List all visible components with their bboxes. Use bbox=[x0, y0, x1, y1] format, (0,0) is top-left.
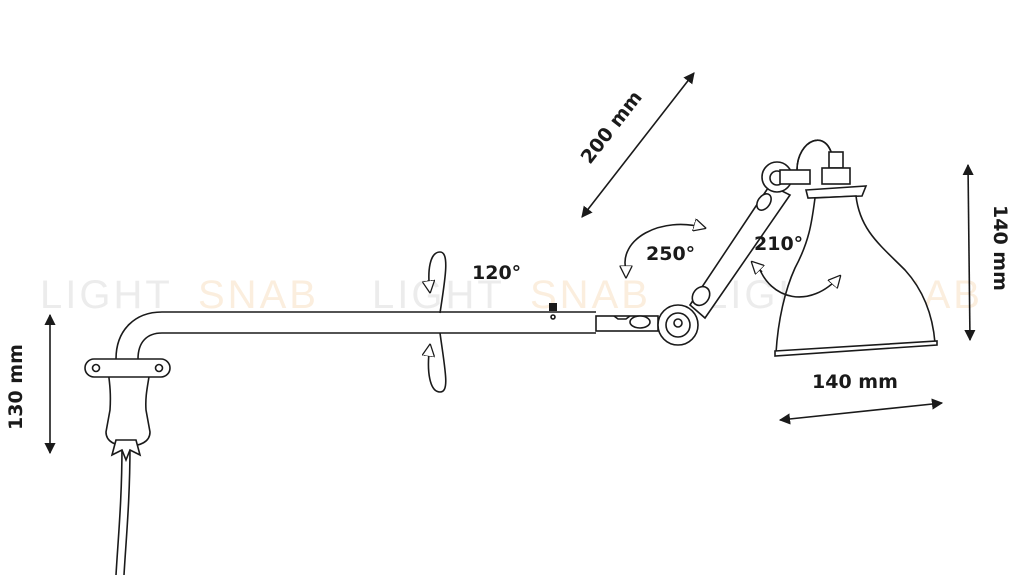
wall-mount bbox=[84, 358, 171, 463]
rotation-arrow-120 bbox=[429, 251, 447, 314]
rotation-arrow-210 bbox=[757, 264, 840, 298]
label-140mm-vertical: 140 mm bbox=[989, 205, 1011, 291]
watermark-light: LIGHT bbox=[40, 273, 173, 317]
watermark-snab: SNAB bbox=[198, 273, 319, 317]
label-140mm-horizontal: 140 mm bbox=[812, 371, 898, 393]
watermark-light: LIGHT bbox=[372, 273, 505, 317]
label-130mm: 130 mm bbox=[5, 344, 27, 430]
label-200mm: 200 mm bbox=[577, 87, 647, 168]
power-cable bbox=[115, 444, 131, 575]
label-210deg: 210° bbox=[754, 233, 803, 255]
dimension-arrow-140-vertical bbox=[962, 163, 976, 342]
set-screw bbox=[549, 303, 557, 311]
dimension-arrow-140-horizontal bbox=[778, 398, 944, 425]
label-250deg: 250° bbox=[646, 243, 695, 265]
watermark-snab: SNAB bbox=[530, 273, 651, 317]
dimension-arrow-200 bbox=[581, 72, 695, 218]
rotation-arrow-210-end bbox=[752, 262, 762, 272]
horizontal-arm bbox=[115, 303, 659, 360]
label-120deg: 120° bbox=[472, 262, 521, 284]
elbow-joint bbox=[629, 183, 792, 346]
lamp-shade bbox=[761, 139, 938, 357]
rotation-arrow-250 bbox=[624, 224, 705, 271]
rotation-arrow-120-lower bbox=[428, 332, 447, 393]
